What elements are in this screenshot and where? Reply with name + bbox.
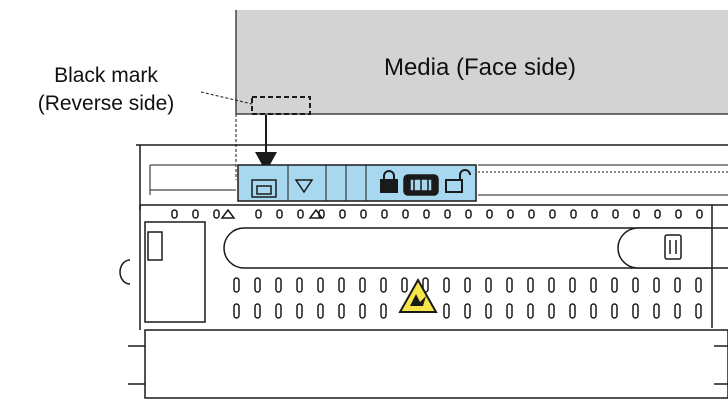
- hole: [612, 209, 619, 219]
- hole: [213, 209, 220, 219]
- hole: [569, 277, 576, 293]
- hole: [465, 209, 472, 219]
- hole: [443, 277, 450, 293]
- hole: [254, 303, 261, 319]
- hole: [548, 303, 555, 319]
- hole: [401, 277, 408, 293]
- hole: [338, 277, 345, 293]
- hole: [674, 277, 681, 293]
- hole: [506, 277, 513, 293]
- hole: [632, 277, 639, 293]
- hole: [695, 303, 702, 319]
- hole: [359, 303, 366, 319]
- sensor-panel: [237, 164, 477, 202]
- down-arrow-icon: [255, 115, 277, 172]
- hole: [507, 209, 514, 219]
- hole: [360, 209, 367, 219]
- hole: [317, 277, 324, 293]
- hole: [443, 303, 450, 319]
- triangle-marker-icon: [294, 179, 314, 194]
- hole: [171, 209, 178, 219]
- hole: [590, 277, 597, 293]
- hole-row-top: [171, 209, 703, 219]
- hole: [486, 209, 493, 219]
- front-cover: [128, 329, 728, 399]
- hole: [590, 303, 597, 319]
- unlock-icon: [445, 169, 471, 193]
- hole: [464, 277, 471, 293]
- hole: [192, 209, 199, 219]
- hole: [611, 277, 618, 293]
- hole: [654, 209, 661, 219]
- hole-row-middle: [233, 277, 702, 293]
- hole: [275, 277, 282, 293]
- hole: [653, 303, 660, 319]
- hand-pinch-warning-icon: [398, 277, 438, 313]
- hole: [674, 303, 681, 319]
- triangle-marker-icon: [308, 208, 324, 219]
- hole-row-bottom: [233, 303, 702, 319]
- hole: [485, 303, 492, 319]
- hole: [380, 303, 387, 319]
- hole: [297, 209, 304, 219]
- hole: [255, 209, 262, 219]
- hole: [570, 209, 577, 219]
- hole: [527, 303, 534, 319]
- media-sheet: [236, 10, 728, 114]
- hole: [233, 303, 240, 319]
- hole: [696, 209, 703, 219]
- hole: [591, 209, 598, 219]
- hole: [444, 209, 451, 219]
- black-mark-leader: [200, 91, 253, 105]
- sensor-icon: [403, 174, 439, 196]
- media-slot: [223, 227, 728, 269]
- hole: [296, 303, 303, 319]
- hole: [276, 209, 283, 219]
- hole: [464, 303, 471, 319]
- black-mark-label-line1: Black mark: [54, 64, 158, 87]
- hole: [402, 209, 409, 219]
- hole: [296, 277, 303, 293]
- hole: [633, 209, 640, 219]
- hole: [381, 209, 388, 219]
- hole: [695, 277, 702, 293]
- hole: [506, 303, 513, 319]
- media-label: Media (Face side): [383, 54, 577, 81]
- printer-body: [119, 205, 206, 330]
- printer-rail: [136, 144, 728, 210]
- hole: [317, 303, 324, 319]
- hole: [233, 277, 240, 293]
- hole: [549, 209, 556, 219]
- hole: [485, 277, 492, 293]
- hole: [653, 277, 660, 293]
- hole: [339, 209, 346, 219]
- hole: [338, 303, 345, 319]
- black-mark-outline: [251, 96, 311, 115]
- hole: [611, 303, 618, 319]
- hole: [548, 277, 555, 293]
- hole: [528, 209, 535, 219]
- triangle-marker-icon: [220, 208, 236, 219]
- sensor-window-icon: [251, 179, 277, 198]
- hole: [359, 277, 366, 293]
- hole: [632, 303, 639, 319]
- black-mark-label: Black mark (Reverse side): [6, 62, 206, 118]
- hole: [675, 209, 682, 219]
- black-mark-label-line2: (Reverse side): [37, 92, 175, 115]
- lock-icon: [380, 170, 398, 193]
- hole: [423, 209, 430, 219]
- hole: [380, 277, 387, 293]
- hole: [527, 277, 534, 293]
- hole: [275, 303, 282, 319]
- hole: [569, 303, 576, 319]
- hole: [254, 277, 261, 293]
